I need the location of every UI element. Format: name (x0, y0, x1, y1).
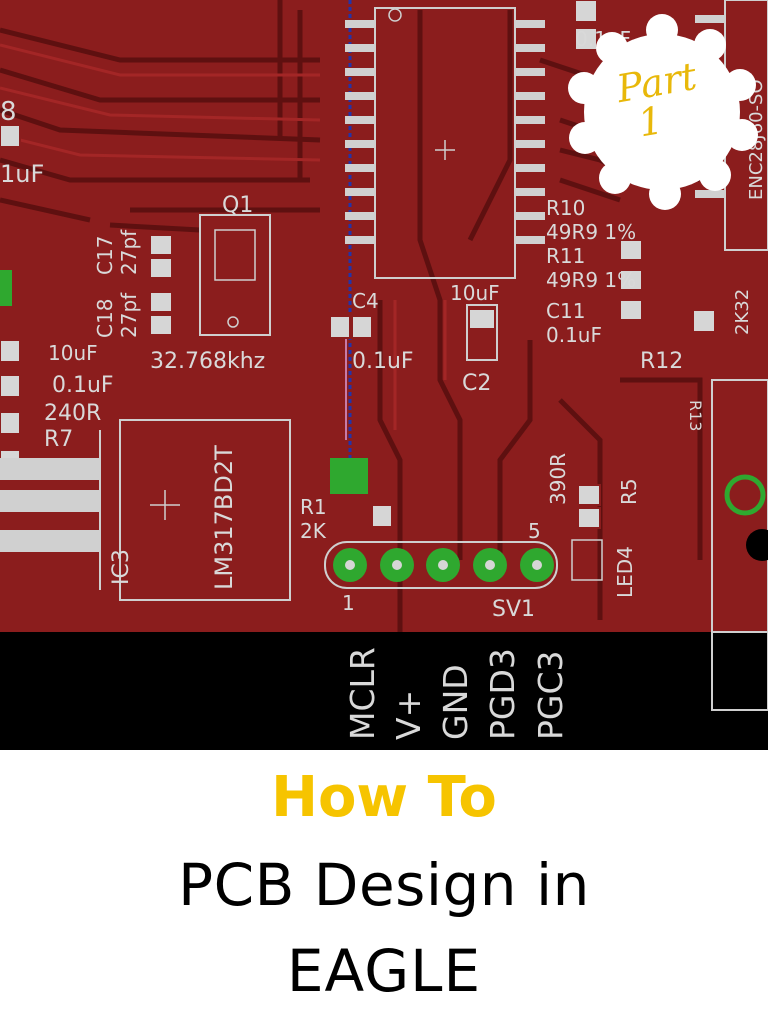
label-r1-val: 2K (300, 519, 327, 543)
c2-outline (466, 304, 498, 361)
label-r12: R12 (640, 349, 683, 374)
label-c17: C17 (93, 236, 117, 275)
label-pin5: 5 (528, 519, 541, 543)
label-c11: C11 (546, 299, 585, 323)
pin-label-mclr: MCLR (343, 647, 382, 740)
label-01uf-left: 0.1uF (52, 373, 114, 398)
label-r7: R7 (44, 427, 73, 452)
c2-pad (470, 310, 494, 328)
pin-label-band (0, 632, 768, 750)
title-pcb-design: PCB Design in (178, 851, 590, 919)
sv1-header (324, 541, 558, 589)
label-c2-val: 10uF (450, 281, 500, 305)
label-c2: C2 (462, 371, 491, 396)
right-connector-hole (724, 474, 766, 516)
label-r5: R5 (617, 478, 641, 505)
label-ic3: IC3 (109, 549, 134, 585)
label-c4-val: 0.1uF (352, 349, 414, 374)
traces-light (0, 43, 447, 430)
label-pin1: 1 (342, 591, 355, 615)
green-edge-pad (0, 270, 12, 306)
label-2k32: 2K32 (732, 289, 753, 335)
label-r11-val: 49R9 1% (546, 268, 636, 292)
label-1uf: 1uF (0, 160, 44, 188)
label-q1: Q1 (222, 193, 253, 218)
right-connector-hole-2 (746, 529, 768, 561)
pin-label-pgc3: PGC3 (531, 650, 570, 740)
pcb-layout-image: 8 1uF Q1 C17 27pf C18 27pf 32.768khz C4 … (0, 0, 768, 750)
pin-label-pgd3: PGD3 (483, 648, 522, 740)
label-led4: LED4 (613, 546, 637, 598)
label-reg: LM317BD2T (210, 445, 238, 590)
pin-label-vplus: V+ (389, 690, 428, 740)
part-badge: Part 1 (568, 14, 758, 210)
right-connector-lower (711, 631, 768, 711)
title-eagle: EAGLE (286, 937, 482, 1005)
label-r10: R10 (546, 196, 585, 220)
enc-chip-crosshair (435, 140, 455, 160)
q1-body (214, 229, 256, 281)
label-10uf-left: 10uF (48, 341, 98, 365)
q1-outline (199, 214, 271, 336)
label-c17-val: 27pf (117, 229, 141, 275)
reg-crosshair (150, 490, 180, 520)
label-r11: R11 (546, 244, 585, 268)
led4-outline (571, 539, 603, 581)
q1-pin (227, 316, 239, 328)
title-how-to: How To (271, 765, 497, 830)
label-c18: C18 (93, 299, 117, 338)
label-c4: C4 (352, 289, 379, 313)
enc-chip-pin1-dot (388, 8, 402, 22)
label-c18-val: 27pf (117, 292, 141, 338)
title-block: How To PCB Design in EAGLE (0, 750, 768, 1024)
green-square-pad (330, 458, 368, 494)
label-r13: R13 (686, 400, 705, 431)
enc-chip-pads-right (515, 20, 545, 244)
label-r10-val: 49R9 1% (546, 220, 636, 244)
label-r1: R1 (300, 495, 327, 519)
label-crystal: 32.768khz (150, 349, 265, 374)
label-r8: 8 (0, 97, 17, 127)
reg-outline (119, 419, 291, 601)
label-390r: 390R (546, 453, 570, 505)
label-c11-val: 0.1uF (546, 323, 602, 347)
enc-chip-pads-left (345, 20, 375, 244)
reg-leads (0, 458, 100, 552)
pin-label-gnd: GND (436, 664, 475, 740)
label-240r: 240R (44, 401, 101, 426)
label-sv1: SV1 (492, 597, 535, 622)
